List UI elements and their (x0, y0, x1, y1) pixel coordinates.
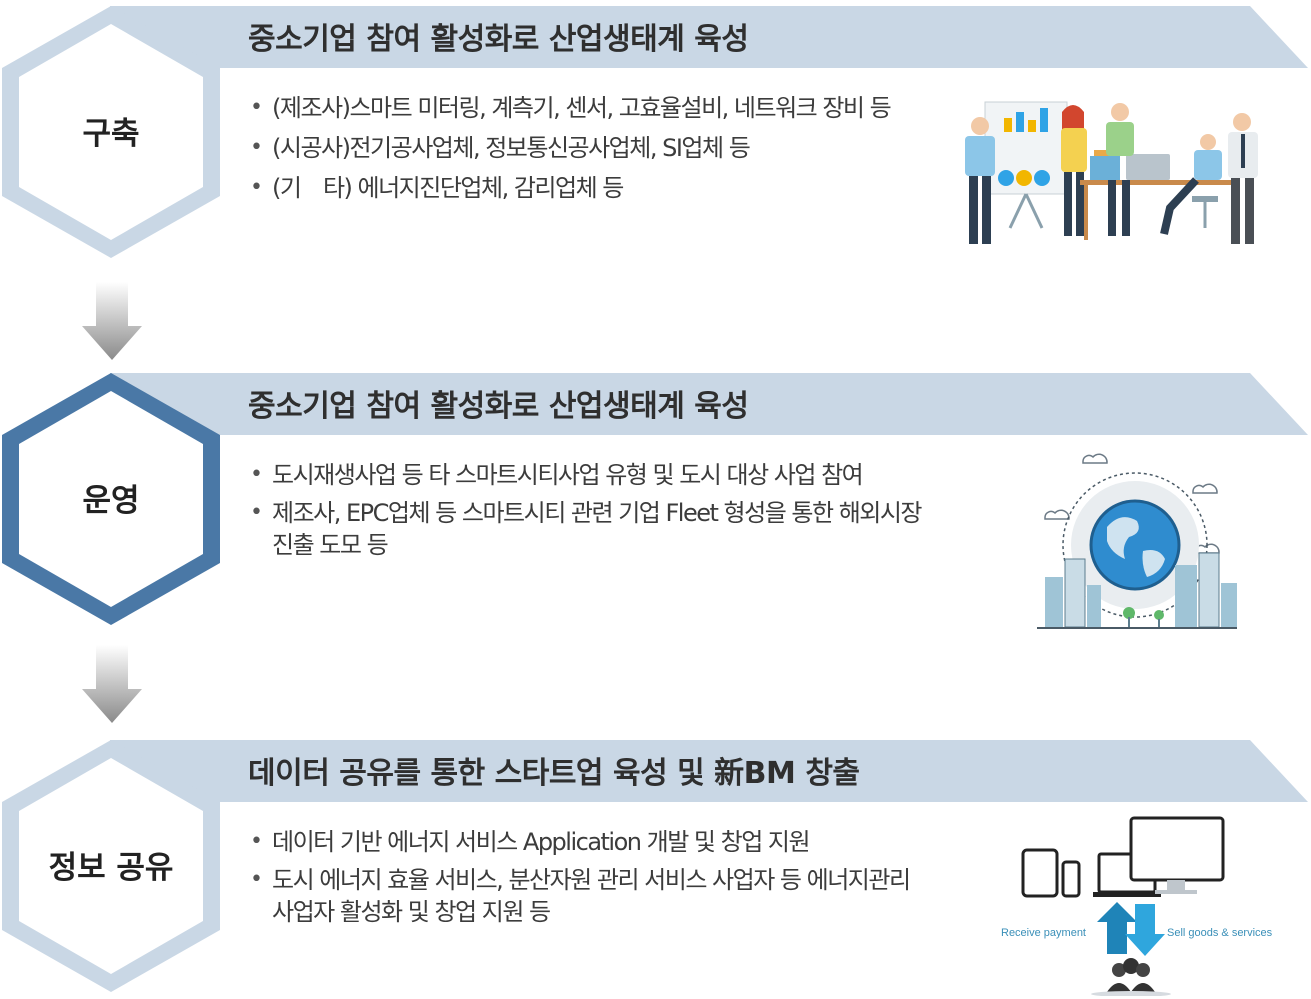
section-title: 중소기업 참여 활성화로 산업생태계 육성 (248, 22, 749, 57)
section-operate: 중소기업 참여 활성화로 산업생태계 육성 운영 •도시재생사업 등 타 스마트… (0, 367, 1311, 632)
smart-city-globe-illustration (1037, 453, 1237, 629)
section-share: 데이터 공유를 통한 스타트업 육성 및 新BM 창출 정보 공유 •데이터 기… (0, 734, 1311, 999)
flow-arrow-down-icon (82, 645, 142, 723)
bullet-list: •데이터 기반 에너지 서비스 Application 개발 및 창업 지원 •… (250, 824, 930, 932)
title-band (110, 740, 1308, 802)
flow-arrow-down-icon (82, 282, 142, 360)
bullet-list: •도시재생사업 등 타 스마트시티사업 유형 및 도시 대상 사업 참여 •제조… (250, 457, 930, 565)
bullet-list: •(제조사)스마트 미터링, 계측기, 센서, 고효율설비, 네트워크 장비 등… (250, 90, 930, 210)
section-build: 중소기업 참여 활성화로 산업생태계 육성 구축 •(제조사)스마트 미터링, … (0, 0, 1311, 265)
stage-label: 구축 (82, 116, 140, 152)
stage-label: 운영 (82, 483, 140, 519)
list-item: •제조사, EPC업체 등 스마트시티 관련 기업 Fleet 형성을 통한 해… (250, 499, 923, 559)
title-band (110, 373, 1308, 435)
list-item: •도시재생사업 등 타 스마트시티사업 유형 및 도시 대상 사업 참여 (250, 461, 864, 489)
title-band (110, 6, 1308, 68)
list-item: •(시공사)전기공사업체, 정보통신공사업체, SI업체 등 (250, 134, 751, 162)
hexagon-frame (2, 740, 220, 992)
list-item: •(제조사)스마트 미터링, 계측기, 센서, 고효율설비, 네트워크 장비 등 (250, 94, 892, 122)
stage-label: 정보 공유 (48, 850, 174, 886)
business-team-illustration (965, 101, 1258, 244)
hexagon-frame (2, 6, 220, 258)
receive-payment-caption: Receive payment (1001, 927, 1086, 939)
sell-goods-caption: Sell goods & services (1167, 927, 1273, 939)
devices-exchange-illustration: Receive payment Sell goods & services (1001, 816, 1273, 996)
section-title: 중소기업 참여 활성화로 산업생태계 육성 (248, 389, 749, 424)
list-item: •데이터 기반 에너지 서비스 Application 개발 및 창업 지원 (250, 828, 811, 856)
list-item: •(기 타) 에너지진단업체, 감리업체 등 (250, 174, 624, 202)
section-title: 데이터 공유를 통한 스타트업 육성 및 新BM 창출 (248, 756, 860, 791)
list-item: •도시 에너지 효율 서비스, 분산자원 관리 서비스 사업자 등 에너지관리 … (250, 866, 911, 926)
hexagon-frame (2, 373, 220, 625)
